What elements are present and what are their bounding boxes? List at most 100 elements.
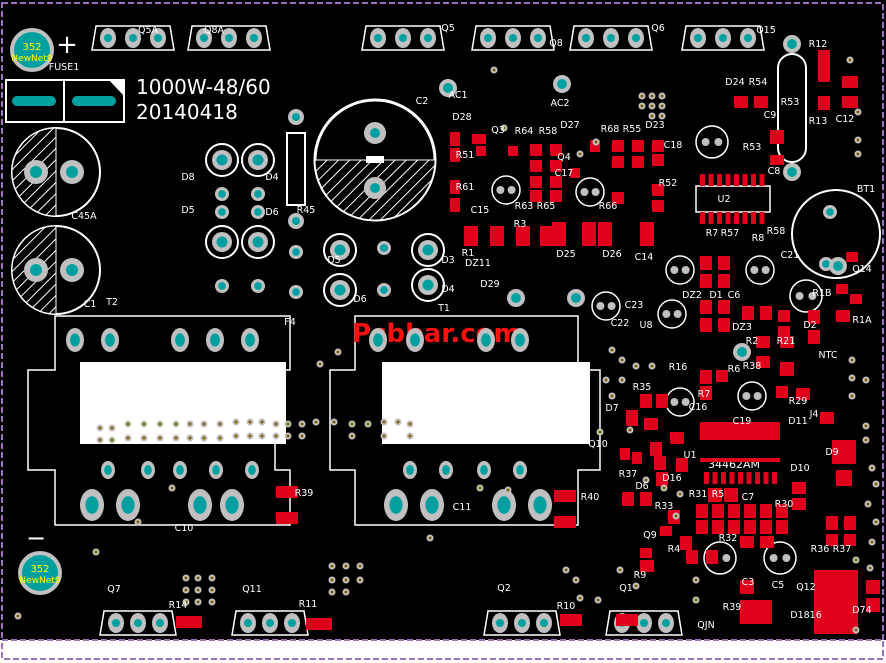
smd-pad-2 (818, 96, 830, 110)
smd-pad-78 (656, 472, 668, 486)
label-r13: R13 (809, 116, 828, 127)
label-u1: U1 (684, 450, 697, 461)
smd-pad-39 (570, 168, 580, 178)
smd-pad-19 (550, 160, 562, 172)
small-cap-6 (657, 299, 687, 329)
label-r63: R63 (515, 201, 534, 212)
label-c12: C12 (836, 114, 855, 125)
smd-pad-62 (756, 356, 770, 368)
smd-pad-125 (176, 616, 202, 628)
label-c21: C21 (781, 250, 800, 261)
label-r31: R31 (689, 489, 708, 500)
label-d16: D16 (662, 473, 681, 484)
smd-pad-48 (700, 318, 712, 332)
label-q11: Q11 (242, 584, 262, 595)
smd-pad-123 (554, 490, 576, 502)
smd-pad-87 (744, 504, 756, 518)
label-r1b: R1B (812, 288, 831, 299)
label-d7: D7 (605, 403, 618, 414)
label-q7: Q7 (107, 584, 121, 595)
label-r66: R66 (599, 201, 618, 212)
transistor-1 (187, 25, 271, 51)
label-q2: Q2 (497, 583, 511, 594)
label-d28: D28 (452, 112, 471, 123)
smd-pad-91 (712, 520, 724, 534)
smd-pad-105 (814, 570, 858, 634)
smd-pad-64 (700, 386, 712, 400)
label-r37: R37 (619, 469, 638, 480)
small-cap-11 (763, 541, 797, 575)
label-r38: R38 (743, 361, 762, 372)
smd-pad-7 (770, 130, 784, 144)
label-dz2: DZ2 (682, 290, 702, 301)
svg-text:NewNet9: NewNet9 (11, 54, 52, 64)
smd-pad-112 (820, 412, 834, 424)
label-d4: D4 (265, 172, 278, 183)
label-r11: R11 (299, 599, 318, 610)
smd-pad-75 (620, 448, 630, 460)
smd-pad-47 (700, 300, 712, 314)
label-f4: F4 (284, 317, 296, 328)
smd-pad-53 (778, 310, 790, 322)
smd-pad-56 (850, 294, 862, 304)
smd-pad-108 (686, 550, 698, 564)
label-r3: R3 (514, 219, 527, 230)
label-c5: C5 (772, 580, 785, 591)
smd-pad-76 (632, 452, 642, 464)
label-j4: J4 (809, 409, 819, 420)
smd-pad-94 (760, 520, 772, 534)
capacitor-c45a (11, 127, 101, 217)
smd-pad-111 (640, 548, 652, 558)
label-c23: C23 (625, 300, 644, 311)
label-q1: Q1 (619, 583, 633, 594)
smd-pad-85 (712, 504, 724, 518)
smd-pad-82 (708, 488, 722, 502)
small-cap-2 (695, 125, 729, 159)
label-r7: R7 (706, 228, 719, 239)
smd-pad-117 (622, 492, 634, 506)
smd-pad-93 (744, 520, 756, 534)
label-r10: R10 (557, 601, 576, 612)
label-d74: D74 (852, 605, 871, 616)
label-c15: C15 (471, 205, 490, 216)
smd-pad-69 (640, 394, 652, 408)
label-q15: Q15 (756, 25, 776, 36)
label-c2: C2 (416, 96, 429, 107)
smd-pad-14 (530, 144, 542, 156)
label-d6: D6 (353, 294, 366, 305)
smd-pad-16 (530, 176, 542, 188)
smd-pad-11 (450, 180, 460, 194)
label-q8a: Q8A (204, 25, 225, 36)
smd-pad-113 (832, 440, 856, 464)
label-c8: C8 (768, 166, 781, 177)
smd-pad-42 (508, 146, 518, 156)
label-ntc: NTC (819, 350, 838, 361)
smd-pad-99 (740, 536, 754, 548)
label-dz3: DZ3 (732, 322, 752, 333)
smd-pad-20 (550, 176, 562, 188)
label-d5: D5 (327, 255, 340, 266)
smd-pad-81 (700, 458, 780, 462)
small-cap-7 (789, 279, 823, 313)
smd-pad-50 (718, 318, 730, 332)
smd-pad-41 (476, 146, 486, 156)
resistor-r45 (286, 132, 306, 206)
label-c14: C14 (635, 252, 654, 263)
smd-pad-3 (842, 76, 858, 88)
smd-pad-102 (844, 516, 856, 530)
label-c7: C7 (742, 492, 755, 503)
label-r39: R39 (723, 602, 742, 613)
small-cap-9 (737, 381, 767, 411)
smd-pad-122 (276, 512, 298, 524)
smd-pad-88 (760, 504, 772, 518)
smd-pad-66 (780, 362, 794, 376)
label-ac1: AC1 (448, 90, 467, 101)
smd-pad-38 (640, 222, 654, 246)
label-r2: R2 (746, 336, 759, 347)
label-d6: D6 (265, 207, 278, 218)
smd-pad-30 (612, 192, 624, 204)
smd-pad-29 (652, 200, 664, 212)
transistor-7 (231, 610, 309, 636)
label-dz11: DZ11 (465, 258, 491, 269)
